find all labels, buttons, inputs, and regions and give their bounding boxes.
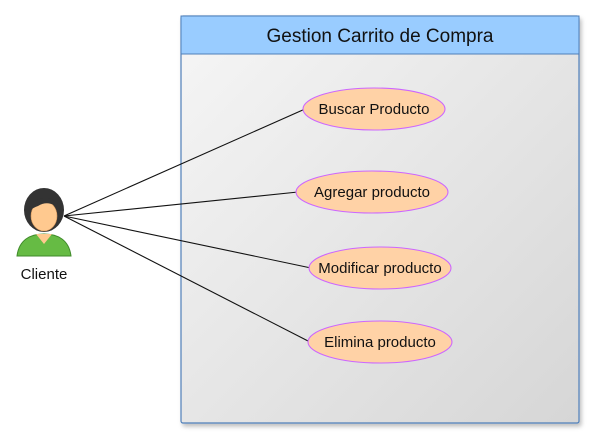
system-boundary-header bbox=[180, 15, 580, 55]
person-icon bbox=[16, 188, 72, 257]
association-line[interactable] bbox=[63, 108, 306, 217]
use-case-ellipse bbox=[295, 170, 449, 214]
association-line[interactable] bbox=[63, 191, 299, 217]
use-case-label: Agregar producto bbox=[314, 184, 430, 201]
use-case[interactable]: Buscar Producto bbox=[302, 87, 446, 131]
actor-cliente[interactable]: Cliente bbox=[16, 188, 72, 283]
use-case-ellipse bbox=[307, 320, 453, 364]
actor-collar bbox=[36, 234, 52, 244]
system-title: Gestion Carrito de Compra bbox=[266, 26, 493, 47]
use-case-label: Elimina producto bbox=[324, 334, 436, 351]
use-case-ellipse bbox=[308, 246, 452, 290]
use-case-label: Buscar Producto bbox=[319, 101, 430, 118]
association-line[interactable] bbox=[63, 215, 311, 343]
association-line[interactable] bbox=[63, 215, 312, 269]
use-case[interactable]: Agregar producto bbox=[295, 170, 449, 214]
associations bbox=[63, 108, 312, 343]
system-boundary[interactable]: Gestion Carrito de Compra bbox=[180, 15, 580, 424]
actor-fringe bbox=[29, 197, 60, 210]
use-case-ellipse bbox=[302, 87, 446, 131]
use-case[interactable]: Modificar producto bbox=[308, 246, 452, 290]
use-case[interactable]: Elimina producto bbox=[307, 320, 453, 364]
actor-label: Cliente bbox=[21, 266, 68, 283]
use-case-label: Modificar producto bbox=[318, 260, 441, 277]
